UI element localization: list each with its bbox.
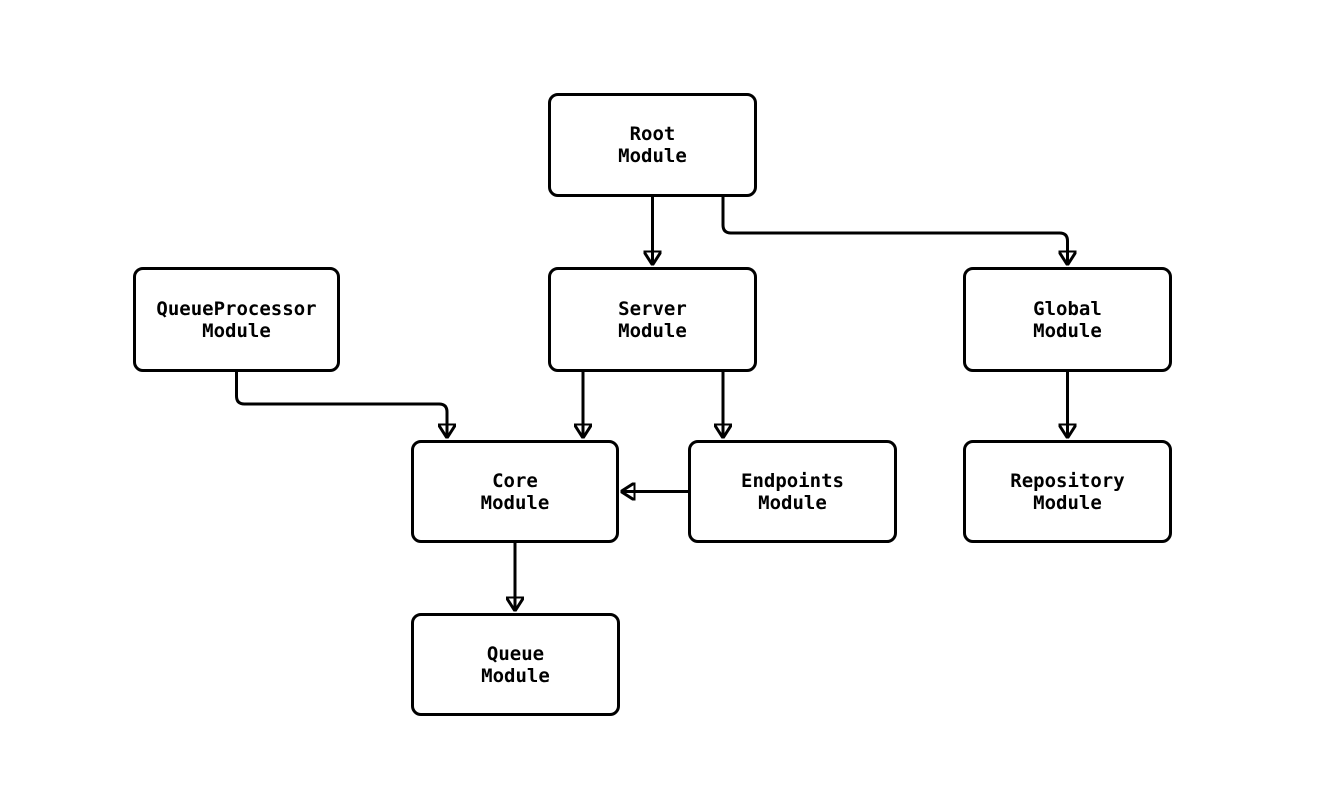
node-label-line: QueueProcessor bbox=[156, 297, 317, 320]
node-label-line: Global bbox=[1033, 297, 1102, 320]
node-label-line: Module bbox=[618, 145, 687, 167]
node-label-line: Module bbox=[1033, 491, 1102, 514]
node-label-line: Repository bbox=[1010, 469, 1125, 492]
node-repository-module: Repository Module bbox=[963, 440, 1172, 543]
node-endpoints-module: Endpoints Module bbox=[688, 440, 897, 543]
node-server-module: Server Module bbox=[548, 267, 757, 372]
node-label-line: Module bbox=[481, 664, 550, 687]
node-label-line: Module bbox=[758, 491, 827, 514]
edge-queueprocessor-to-core bbox=[235, 372, 448, 437]
node-label-line: Root bbox=[629, 123, 676, 145]
node-core-module: Core Module bbox=[411, 440, 619, 543]
node-global-module: Global Module bbox=[963, 267, 1172, 372]
node-label-line: Module bbox=[202, 319, 271, 342]
edge-root-to-global bbox=[721, 197, 1068, 264]
node-label-line: Module bbox=[480, 491, 550, 514]
node-root-module: Root Module bbox=[548, 93, 757, 197]
node-queue-module: Queue Module bbox=[411, 613, 620, 716]
node-label-line: Endpoints bbox=[741, 469, 844, 492]
node-label-line: Queue bbox=[486, 642, 545, 665]
node-queueprocessor-module: QueueProcessor Module bbox=[133, 267, 340, 372]
node-label-line: Core bbox=[492, 469, 538, 492]
node-label-line: Module bbox=[1033, 319, 1102, 342]
node-label-line: Server bbox=[618, 297, 687, 320]
node-label-line: Module bbox=[618, 319, 687, 342]
